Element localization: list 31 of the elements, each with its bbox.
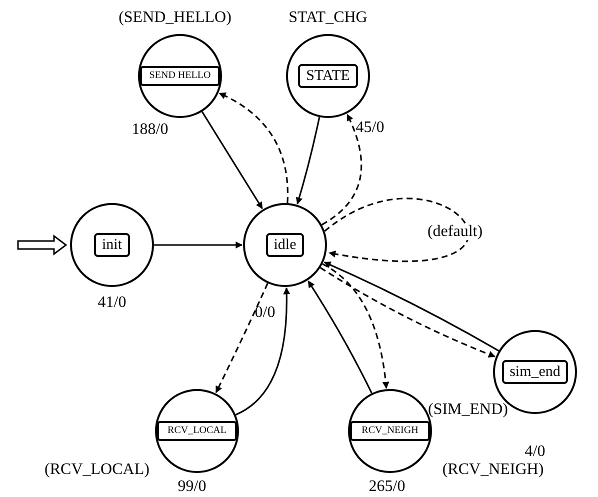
state-caption: 45/0 [356, 120, 384, 136]
state-caption: (RCV_NEIGH) [442, 462, 544, 478]
state-name: RCV_NEIGH [350, 421, 430, 441]
state-caption: (SIM_END) [428, 402, 508, 418]
arrow [324, 198, 470, 262]
state-name: idle [266, 232, 304, 258]
state-caption: (SEND_HELLO) [118, 10, 232, 26]
hollow-arrow [17, 234, 68, 256]
state-name: RCV_LOCAL [157, 421, 237, 441]
arrow [321, 114, 362, 226]
state-name: sim_end [502, 360, 568, 384]
arrow [235, 287, 290, 416]
state-name: SEND HELLO [140, 66, 220, 86]
state-caption: 4/0 [524, 444, 546, 460]
arrow [218, 92, 288, 204]
state-caption: 0/0 [254, 305, 276, 321]
edge-label: (default) [427, 224, 483, 240]
state-caption: 265/0 [368, 479, 406, 495]
arrow [215, 282, 268, 394]
state-caption: (RCV_LOCAL) [44, 462, 150, 478]
arrow [201, 111, 263, 210]
arrow [154, 242, 243, 248]
arrow [296, 116, 320, 204]
state-caption: 188/0 [132, 122, 168, 138]
state-caption: 99/0 [178, 479, 206, 495]
state-caption: STAT_CHG [288, 10, 368, 26]
state-name: init [94, 232, 130, 258]
arrow [322, 263, 390, 389]
state-caption: 41/0 [98, 295, 126, 311]
arrow [308, 280, 372, 394]
state-name: STATE [298, 64, 358, 88]
